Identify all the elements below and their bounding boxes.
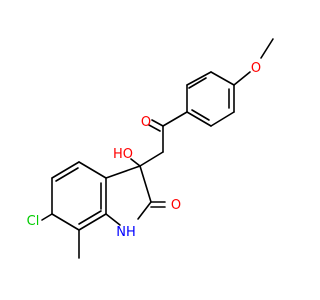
molecule-diagram: O O HO O NH Cl <box>27 38 274 259</box>
ring-bond <box>78 213 107 231</box>
ring-bond <box>186 71 212 86</box>
hydroxy-label: HO <box>113 147 133 162</box>
ring-bond <box>186 111 212 127</box>
methyl-o-bond <box>260 38 274 59</box>
carbonyl-double-b <box>148 124 161 132</box>
n-c7a-bond <box>105 213 121 226</box>
ring-bond <box>210 71 235 86</box>
ring-bond <box>210 111 235 127</box>
c3-c2-bond <box>139 165 152 203</box>
ring-double-inner <box>55 167 79 182</box>
structure-canvas: O O HO O NH Cl <box>26 38 274 259</box>
ring-double-inner <box>188 77 207 89</box>
bonds <box>41 38 274 259</box>
ring-double-inner <box>191 109 210 121</box>
ring-bond <box>78 161 107 179</box>
c3-c3a-bond <box>105 165 141 179</box>
ring-double-inner <box>78 210 102 225</box>
c3-oh-bond <box>130 158 141 167</box>
ketone-oxygen-label: O <box>141 115 151 130</box>
ring-bond <box>51 213 80 231</box>
c2-n-bond <box>137 201 152 220</box>
ring-bond <box>51 161 80 179</box>
carbonyl-double-a <box>151 119 164 127</box>
nh-label: NH <box>116 225 136 240</box>
ch2-c3-bond <box>139 151 164 167</box>
c-cl-bond <box>41 213 53 221</box>
methoxy-oxygen-label: O <box>251 61 261 76</box>
chloro-label: Cl <box>27 214 40 229</box>
aryl-carbonyl-bond <box>162 111 188 127</box>
o-aryl-bond <box>233 71 251 86</box>
lactam-oxygen-label: O <box>171 198 181 213</box>
